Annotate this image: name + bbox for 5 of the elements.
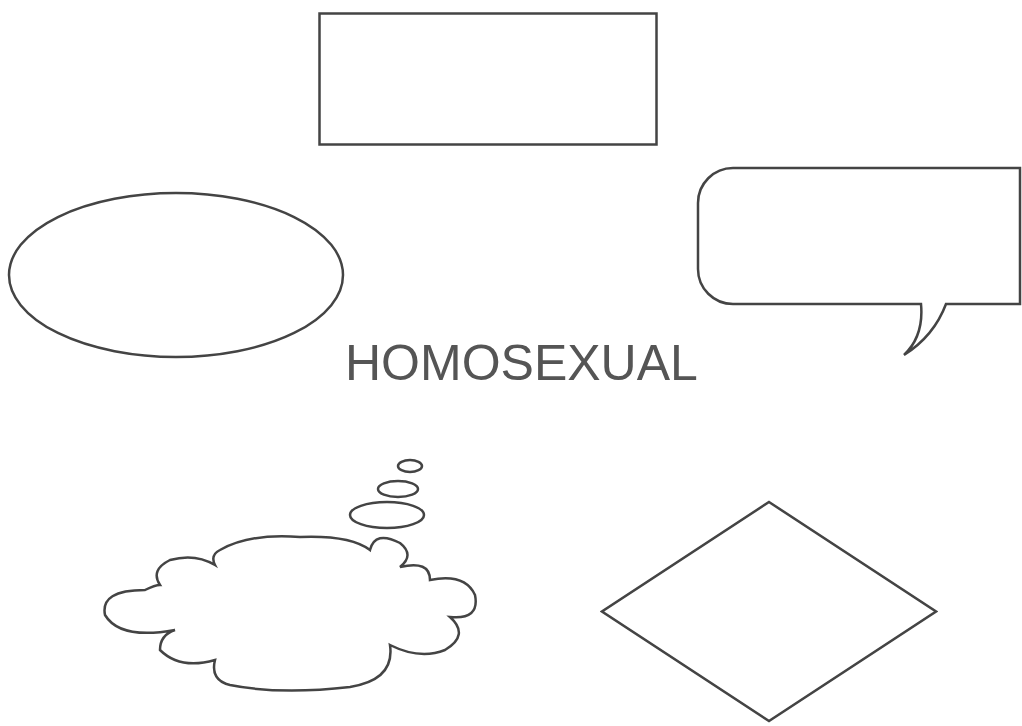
diamond-shape: [600, 500, 938, 723]
ellipse-shape: [7, 191, 345, 359]
title: HOMOSEXUAL: [345, 334, 698, 393]
rectangle-shape: [318, 12, 658, 146]
speech-bubble: [696, 166, 1022, 358]
